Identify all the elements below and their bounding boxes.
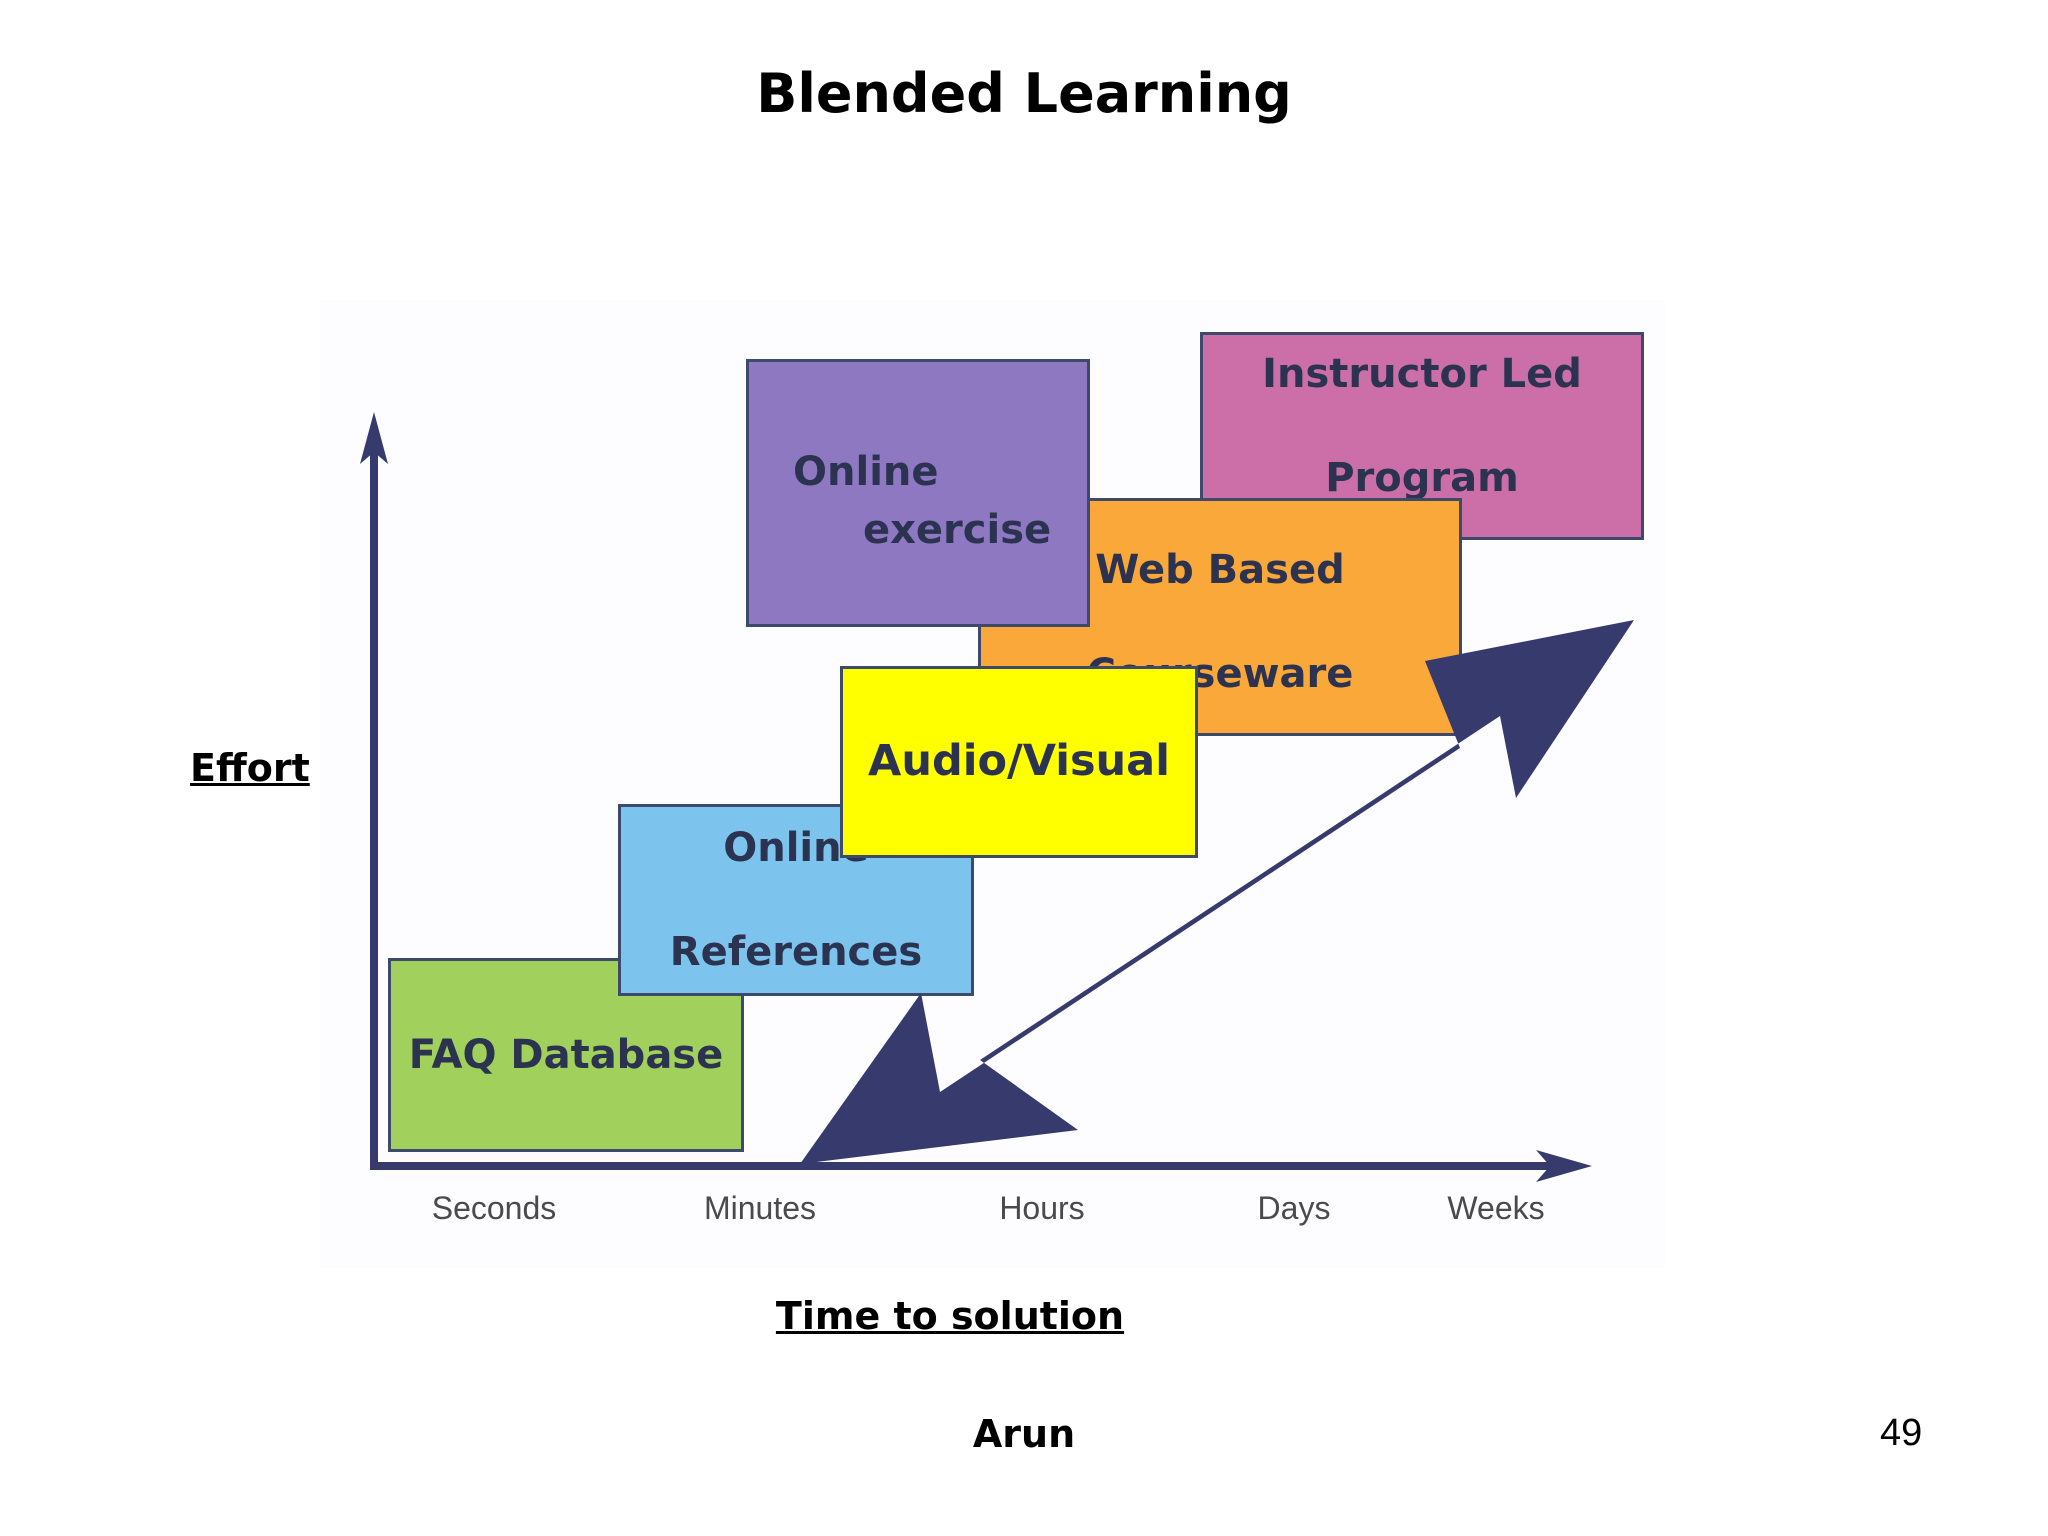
y-axis-arrowhead bbox=[360, 412, 388, 464]
x-tick-hours: Hours bbox=[999, 1190, 1085, 1226]
x-tick-weeks: Weeks bbox=[1447, 1190, 1545, 1226]
x-axis-title: Time to solution bbox=[775, 1294, 1125, 1338]
double-headed-arrow bbox=[800, 620, 1634, 1164]
box-online-exercise-line1: Online bbox=[793, 449, 939, 495]
slide-title: Blended Learning bbox=[756, 62, 1292, 125]
box-faq-database-label: FAQ Database bbox=[408, 1032, 724, 1078]
box-online-references: Online References bbox=[618, 804, 974, 996]
box-online-references-line2: References bbox=[669, 929, 923, 975]
x-tick-seconds: Seconds bbox=[431, 1190, 557, 1226]
x-tick-minutes: Minutes bbox=[703, 1190, 817, 1226]
box-instructor-led-line2: Program bbox=[1325, 455, 1519, 501]
box-online-exercise-line2: exercise bbox=[863, 507, 1052, 553]
box-instructor-led-line1: Instructor Led bbox=[1262, 351, 1582, 397]
footer-author: Arun bbox=[972, 1412, 1076, 1456]
y-axis-title: Effort bbox=[190, 746, 310, 790]
box-online-exercise: Online exercise bbox=[746, 359, 1090, 627]
box-audio-visual-label: Audio/Visual bbox=[868, 736, 1170, 787]
box-audio-visual: Audio/Visual bbox=[840, 666, 1198, 858]
page-number: 49 bbox=[1880, 1412, 1923, 1454]
box-web-based-line1: Web Based bbox=[1095, 547, 1345, 593]
x-axis-arrowhead bbox=[1536, 1150, 1592, 1182]
x-tick-days: Days bbox=[1257, 1190, 1331, 1226]
